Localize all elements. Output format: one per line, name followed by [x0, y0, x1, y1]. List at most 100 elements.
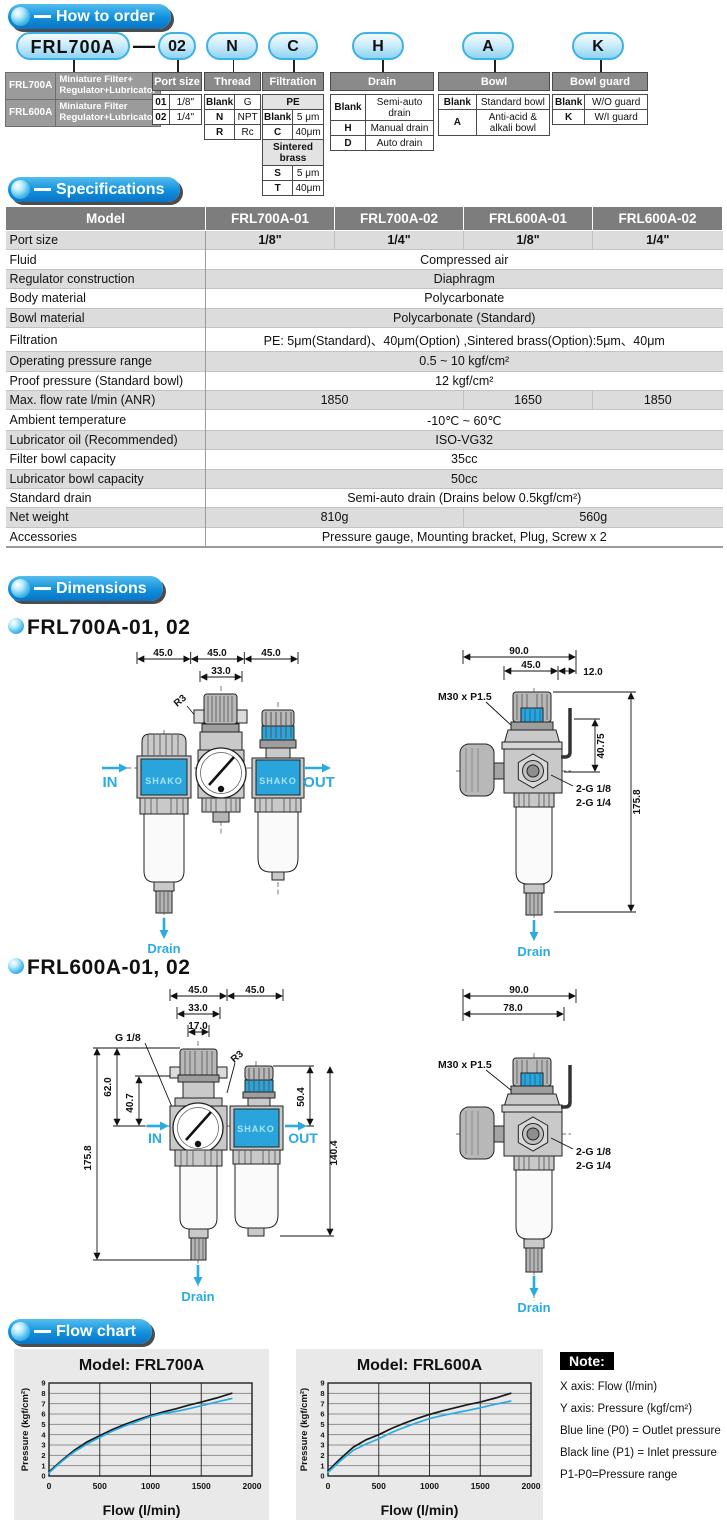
drain-label: Drain — [517, 1300, 550, 1315]
dash-line — [34, 587, 51, 590]
order-option-code: Blank — [261, 109, 294, 125]
spec-row: Proof pressure (Standard bowl)12 kgf/cm² — [5, 370, 723, 391]
section-header-specifications: Specifications — [8, 177, 181, 202]
note-line: Blue line (P0) = Outlet pressure — [560, 1425, 721, 1437]
brand-label: SHAKO — [259, 776, 297, 786]
spec-value: 1/4" — [592, 229, 723, 250]
dim-17: 17.0 — [188, 1021, 208, 1032]
x-tick-label: 2000 — [243, 1481, 262, 1491]
x-tick-label: 2000 — [522, 1481, 541, 1491]
spec-value: 1/8" — [463, 229, 593, 250]
section-header-how-to-order: How to order — [8, 4, 171, 29]
in-label: IN — [103, 774, 118, 791]
order-option-code: C — [261, 124, 294, 140]
out-label: OUT — [303, 774, 335, 791]
y-tick-label: 5 — [320, 1420, 324, 1429]
port-label-g14: 2-G 1/4 — [576, 1160, 611, 1172]
spec-label: Regulator construction — [5, 268, 206, 289]
dim-90: 90.0 — [509, 646, 529, 657]
dim-78: 78.0 — [503, 1003, 523, 1014]
order-option-value: Standard bowl — [475, 94, 551, 110]
chart-line — [48, 1392, 233, 1473]
dim-175-8: 175.8 — [632, 789, 643, 814]
port-label-g18: G 1/8 — [115, 1032, 141, 1044]
dim-45-3: 45.0 — [261, 648, 281, 659]
order-code-pill-n: N — [206, 32, 258, 60]
spec-value: 0.5 ~ 10 kgf/cm² — [205, 351, 723, 372]
x-tick-label: 500 — [93, 1481, 107, 1491]
chart-line — [327, 1400, 512, 1474]
frl700a-front-drawing: 45.0 45.0 45.0 33.0 R3 — [102, 648, 335, 956]
bullet-ball-icon — [8, 958, 24, 974]
y-tick-label: 7 — [320, 1399, 324, 1408]
spec-label: Proof pressure (Standard bowl) — [5, 370, 206, 391]
chart-title: Model: FRL600A — [356, 1357, 483, 1374]
x-tick-label: 500 — [372, 1481, 386, 1491]
spec-value: Compressed air — [205, 249, 723, 270]
plot-border — [48, 1382, 253, 1477]
dim-45-1: 45.0 — [153, 648, 173, 659]
x-tick-label: 1500 — [471, 1481, 490, 1491]
section-title: Specifications — [56, 181, 165, 198]
order-option-code: R — [203, 124, 236, 140]
order-option-value: 5 μm — [292, 165, 324, 181]
dim-r3: R3 — [229, 1048, 246, 1065]
spec-label: Body material — [5, 288, 206, 308]
dim-40-7: 40.7 — [125, 1093, 136, 1113]
section-header-dimensions: Dimensions — [8, 576, 163, 601]
drain-label: Drain — [181, 1289, 214, 1304]
heading-frl600a: FRL600A-01, 02 — [8, 956, 190, 980]
y-tick-label: 3 — [41, 1441, 45, 1450]
frl700a-side-drawing: 90.0 45.0 12.0 M30 x P1.5 — [438, 646, 643, 959]
dim-90: 90.0 — [509, 985, 529, 996]
order-option-code: 02 — [152, 109, 170, 125]
note-line: P1-P0=Pressure range — [560, 1469, 678, 1481]
spec-label: Filtration — [5, 326, 206, 352]
order-column-header: Port size — [152, 72, 202, 91]
order-column-header: Thread — [204, 72, 261, 91]
spec-label: Fluid — [5, 249, 206, 270]
chart-line — [48, 1397, 233, 1474]
spec-value: Pressure gauge, Mounting bracket, Plug, … — [205, 526, 723, 547]
dim-50-4: 50.4 — [296, 1087, 307, 1107]
y-axis-label: Pressure (kgf/cm²) — [20, 1388, 31, 1471]
bullet-ball-icon — [8, 618, 24, 634]
chart-x-axis-label: Flow (l/min) — [102, 1502, 181, 1518]
y-tick-label: 4 — [41, 1430, 46, 1439]
spec-header-cell: FRL600A-02 — [592, 206, 723, 231]
frl600a-front-drawing: 45.0 45.0 33.0 17.0 G 1/8 R3 62.0 40.7 1… — [83, 985, 340, 1304]
port-label-g18: 2-G 1/8 — [576, 783, 611, 795]
order-connector-line — [177, 60, 179, 72]
order-code-pill-02: 02 — [158, 32, 196, 60]
spec-label: Lubricator bowl capacity — [5, 468, 206, 489]
order-option-code: K — [551, 109, 586, 125]
spec-header-cell: FRL700A-01 — [205, 206, 335, 231]
order-code-pill-c: C — [268, 32, 318, 60]
x-tick-label: 1000 — [141, 1481, 160, 1491]
port-label-g18: 2-G 1/8 — [576, 1146, 611, 1158]
spec-label: Ambient temperature — [5, 409, 206, 431]
order-option-value: Semi-auto drain — [365, 94, 434, 121]
y-tick-label: 9 — [41, 1379, 45, 1388]
spec-value: 1650 — [463, 389, 593, 410]
dim-33: 33.0 — [211, 666, 231, 677]
spec-value: 1850 — [592, 389, 723, 410]
